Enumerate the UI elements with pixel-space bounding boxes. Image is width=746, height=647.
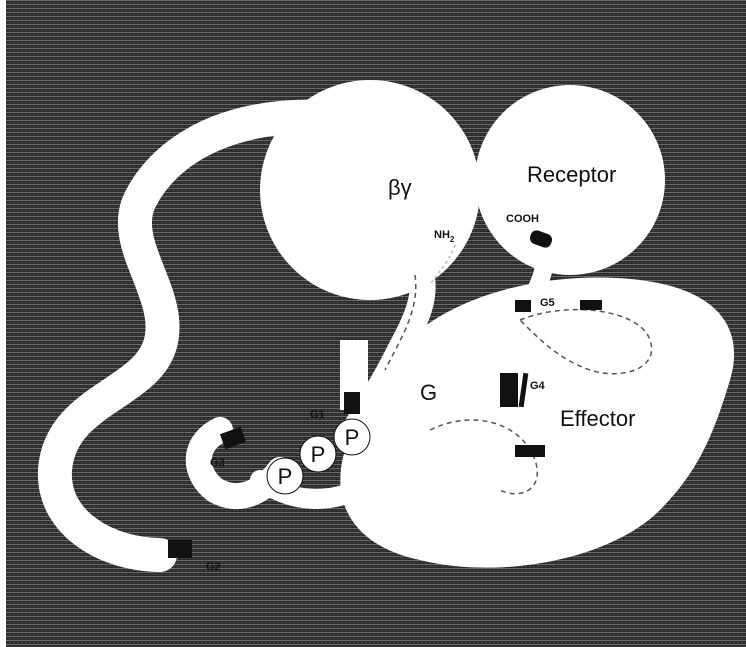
g2-motif	[168, 540, 192, 558]
effector-label: Effector	[560, 406, 635, 431]
g4-motif	[500, 373, 518, 407]
beta-gamma-subunit	[260, 80, 480, 300]
g3-label: G3	[210, 457, 225, 469]
phosphate-label-2: P	[311, 442, 326, 467]
g1-label: G1	[310, 409, 325, 421]
phosphate-label-1: P	[278, 464, 293, 489]
g1-motif	[344, 392, 360, 414]
g4-label: G4	[530, 380, 546, 392]
phosphate-label-3: P	[345, 425, 360, 450]
beta-gamma-label: βγ	[388, 175, 412, 200]
receptor-label: Receptor	[527, 162, 616, 187]
nh2-subscript: 2	[450, 235, 455, 244]
cooh-label: COOH	[506, 213, 539, 225]
g5-bar-right	[580, 300, 602, 310]
g2-label: G2	[206, 561, 221, 573]
effector-dark-tab	[515, 445, 545, 457]
g5-label: G5	[540, 297, 555, 309]
nh2-text: NH	[434, 229, 450, 241]
g5-motif	[515, 300, 531, 312]
g-alpha-label: G	[420, 380, 437, 405]
